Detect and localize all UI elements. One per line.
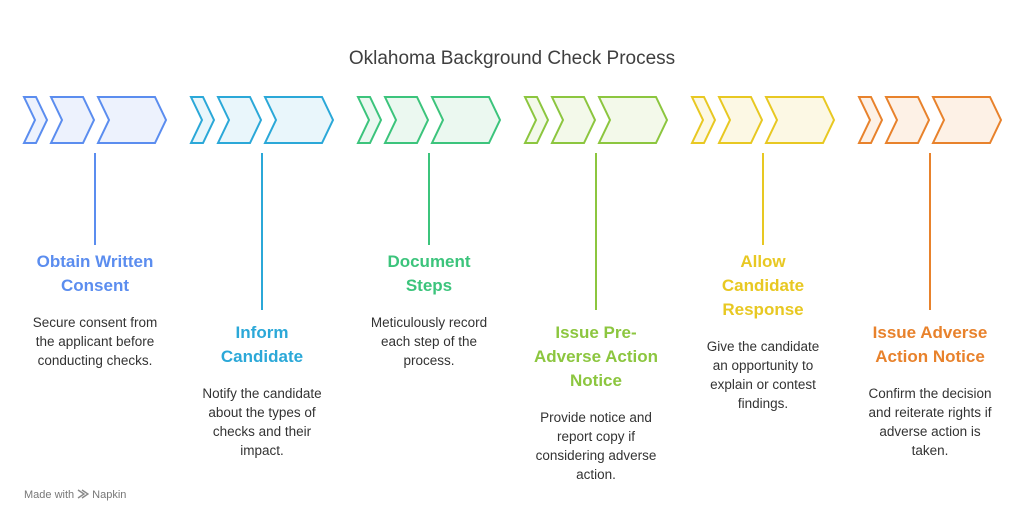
step-6-connector-line (929, 153, 931, 310)
step-2-description: Notify the candidate about the types of ch… (187, 384, 337, 460)
step-1-description-line: the applicant before (35, 334, 155, 349)
step-5-chevron-3 (764, 96, 836, 144)
step-6-heading-line: Action Notice (875, 347, 985, 366)
step-1-description-line: conducting checks. (37, 353, 153, 368)
step-2-chevron-3 (263, 96, 335, 144)
step-2-heading-line: Candidate (220, 347, 304, 366)
step-4-description-line: action. (576, 467, 616, 482)
step-3-description-line: each step of the (380, 334, 478, 349)
step-5-heading-line: Allow (740, 252, 786, 271)
step-4-heading-line: Adverse Action (533, 347, 659, 366)
step-3-description-line: process. (403, 353, 455, 368)
step-6-description-line: taken. (911, 443, 949, 458)
step-2-description-line: Notify the candidate (202, 386, 322, 401)
step-2-heading-line: Inform (235, 323, 289, 342)
step-5-description-line: findings. (737, 396, 789, 411)
step-5-chevron-arrows-icon (690, 96, 836, 144)
step-4-chevron-2 (550, 96, 597, 144)
step-4-description-line: considering adverse (535, 448, 657, 463)
step-3-description: Meticulously record each step of the proce… (354, 313, 504, 370)
step-5-description: Give the candidate an opportunity to expla… (688, 337, 838, 413)
step-4-chevron-1 (523, 96, 550, 144)
step-4-heading-line: Issue Pre- (555, 323, 637, 342)
step-6-heading-line: Issue Adverse (872, 323, 988, 342)
step-4-description: Provide notice and report copy if consider… (521, 408, 671, 484)
step-5-heading-line: Candidate (721, 276, 805, 295)
step-6-chevron-3 (931, 96, 1003, 144)
step-1-chevron-2 (49, 96, 96, 144)
step-5-chevron-1 (690, 96, 717, 144)
step-1-chevron-1 (22, 96, 49, 144)
footer-brand: Napkin (92, 489, 127, 501)
step-1-chevron-3 (96, 96, 168, 144)
step-4-description-line: report copy if (556, 429, 636, 444)
step-2-chevron-arrows-icon (189, 96, 335, 144)
step-4-description-line: Provide notice and (540, 410, 652, 425)
step-1-heading-line: Consent (61, 276, 129, 295)
step-1-description-line: Secure consent from (32, 315, 158, 330)
footer-prefix: Made with (24, 489, 75, 501)
step-6-chevron-2 (884, 96, 931, 144)
step-3-heading-line: Document (387, 252, 471, 271)
step-5-chevron-2 (717, 96, 764, 144)
step-6-description-line: Confirm the decision (868, 386, 992, 401)
diagram-title: Oklahoma Background Check Process (348, 48, 676, 69)
step-4-chevron-arrows-icon (523, 96, 669, 144)
step-5-connector-line (762, 153, 764, 245)
step-2-description-line: impact. (240, 443, 284, 458)
step-6-chevron-1 (857, 96, 884, 144)
step-5-description-line: explain or contest (710, 377, 816, 392)
step-6-description-line: and reiterate rights if (868, 405, 992, 420)
step-2-connector-line (261, 153, 263, 310)
step-4-heading-line: Notice (570, 371, 622, 390)
footer-attribution: Made with Napkin (24, 489, 126, 501)
step-1-connector-line (94, 153, 96, 245)
step-2-description-line: checks and their (212, 424, 312, 439)
step-5-description-line: an opportunity to (712, 358, 814, 373)
step-5-description-line: Give the candidate (706, 339, 820, 354)
step-4-chevron-3 (597, 96, 669, 144)
step-3-chevron-2 (383, 96, 430, 144)
step-3-chevron-3 (430, 96, 502, 144)
step-2-description-line: about the types of (208, 405, 316, 420)
step-3-description-line: Meticulously record (370, 315, 488, 330)
step-1-heading-line: Obtain Written (36, 252, 154, 271)
step-6-description-line: adverse action is (879, 424, 981, 439)
step-1-chevron-arrows-icon (22, 96, 168, 144)
step-2-chevron-2 (216, 96, 263, 144)
step-3-connector-line (428, 153, 430, 245)
step-3-chevron-1 (356, 96, 383, 144)
step-5-heading-line: Response (722, 300, 804, 319)
step-3-chevron-arrows-icon (356, 96, 502, 144)
step-4-connector-line (595, 153, 597, 310)
napkin-logo-icon (77, 489, 90, 499)
step-6-description: Confirm the decision and reiterate rights… (855, 384, 1005, 460)
step-3-heading-line: Steps (405, 276, 453, 295)
step-6-chevron-arrows-icon (857, 96, 1003, 144)
step-1-description: Secure consent from the applicant before c… (20, 313, 170, 370)
step-2-chevron-1 (189, 96, 216, 144)
